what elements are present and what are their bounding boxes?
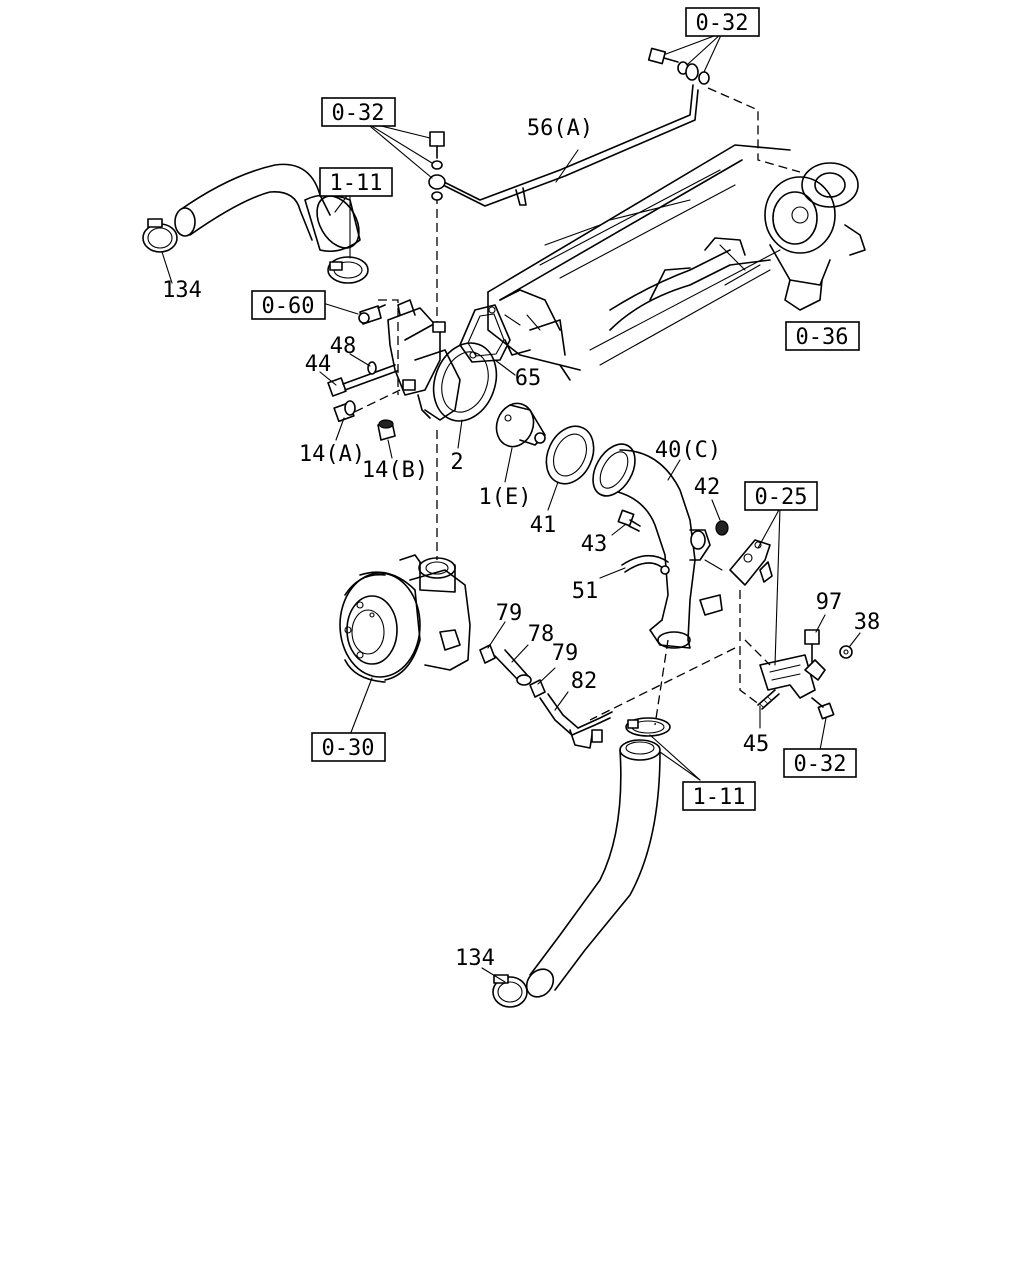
part-label-38: 38 bbox=[854, 610, 881, 635]
bolt-97 bbox=[804, 629, 820, 663]
ref-box-1-11-top: 1-11 bbox=[319, 167, 393, 197]
radiator-hose-upper bbox=[174, 163, 361, 253]
hose-clamp-134-top bbox=[142, 218, 178, 253]
ref-box-0-32-left: 0-32 bbox=[321, 97, 396, 127]
ref-box-text: 0-60 bbox=[262, 294, 315, 319]
ref-box-text: 0-36 bbox=[796, 325, 849, 350]
ref-box-0-32-right: 0-32 bbox=[783, 748, 857, 778]
ref-box-text: 0-30 bbox=[322, 736, 375, 761]
part-label-1e: 1(E) bbox=[479, 485, 532, 510]
part-label-14b: 14(B) bbox=[362, 458, 428, 483]
part-label-14a: 14(A) bbox=[299, 442, 365, 467]
part-label-40c: 40(C) bbox=[655, 438, 721, 463]
water-pipe-40c bbox=[592, 443, 723, 649]
ref-box-0-36: 0-36 bbox=[785, 321, 860, 351]
part-label-82: 82 bbox=[571, 669, 598, 694]
ref-box-text: 0-32 bbox=[332, 101, 385, 126]
temperature-sensor bbox=[358, 304, 386, 325]
plug-14a bbox=[333, 400, 356, 423]
part-label-65: 65 bbox=[515, 366, 542, 391]
bolt-lower-right bbox=[811, 697, 835, 720]
part-label-134-bottom: 134 bbox=[455, 946, 495, 971]
ref-box-0-32-top: 0-32 bbox=[685, 7, 760, 37]
part-label-51: 51 bbox=[572, 579, 599, 604]
leader-lines bbox=[161, 32, 861, 983]
part-label-2: 2 bbox=[450, 450, 463, 475]
reference-lines bbox=[341, 87, 801, 726]
ref-box-text: 0-32 bbox=[696, 11, 749, 36]
ref-box-0-30: 0-30 bbox=[311, 732, 386, 762]
eye-bolt-top-right bbox=[647, 47, 710, 85]
water-pump bbox=[339, 554, 471, 683]
mount-bracket bbox=[759, 654, 826, 699]
part-label-41: 41 bbox=[530, 513, 557, 538]
water-line-56a bbox=[439, 84, 699, 207]
part-label-78: 78 bbox=[528, 622, 555, 647]
gasket-65 bbox=[459, 304, 511, 363]
fitting-79-a bbox=[479, 644, 496, 664]
ref-box-text: 0-32 bbox=[794, 752, 847, 777]
thermostat-housing bbox=[387, 299, 461, 421]
gasket-41 bbox=[545, 425, 595, 485]
hose-clamp-134-bottom bbox=[492, 974, 528, 1008]
bolt-43 bbox=[617, 509, 641, 532]
part-label-79-a: 79 bbox=[496, 601, 523, 626]
part-label-42: 42 bbox=[694, 475, 721, 500]
bracket-plate bbox=[729, 539, 773, 586]
part-labels: 56(A) 134 48 44 65 14(A) 14(B) 2 1(E) 41… bbox=[162, 116, 880, 971]
part-label-134-top: 134 bbox=[162, 278, 202, 303]
pipe-82 bbox=[539, 693, 613, 749]
nut-42 bbox=[715, 520, 729, 536]
engine-block bbox=[487, 144, 791, 381]
eye-bolt-top-left bbox=[428, 131, 446, 201]
hose-78 bbox=[494, 649, 532, 686]
ref-box-0-60: 0-60 bbox=[251, 290, 326, 320]
washer-38 bbox=[839, 645, 853, 659]
radiator-hose-lower bbox=[525, 739, 661, 998]
fitting-79-b bbox=[529, 679, 546, 698]
part-label-43: 43 bbox=[581, 532, 608, 557]
ref-box-text: 0-25 bbox=[755, 485, 808, 510]
clip-51 bbox=[621, 554, 670, 575]
hose-clamp-lower-top bbox=[625, 717, 671, 737]
part-label-56a: 56(A) bbox=[527, 116, 593, 141]
ref-box-text: 1-11 bbox=[330, 171, 383, 196]
ref-box-0-25: 0-25 bbox=[744, 481, 818, 511]
washer-48 bbox=[367, 361, 377, 375]
ref-box-text: 1-11 bbox=[693, 785, 746, 810]
part-label-45: 45 bbox=[743, 732, 770, 757]
part-label-97: 97 bbox=[816, 590, 843, 615]
plug-14b bbox=[377, 419, 396, 441]
part-label-44: 44 bbox=[305, 352, 332, 377]
part-label-48: 48 bbox=[330, 334, 357, 359]
turbocharger bbox=[764, 162, 866, 311]
stud-45 bbox=[757, 689, 780, 710]
hose-clamp-upper-right bbox=[327, 256, 369, 284]
thermostat-1e bbox=[495, 402, 546, 448]
gasket-2 bbox=[432, 342, 498, 422]
bolt-44 bbox=[327, 364, 398, 397]
part-label-79-b: 79 bbox=[552, 641, 579, 666]
ref-box-1-11-bottom: 1-11 bbox=[682, 781, 756, 811]
